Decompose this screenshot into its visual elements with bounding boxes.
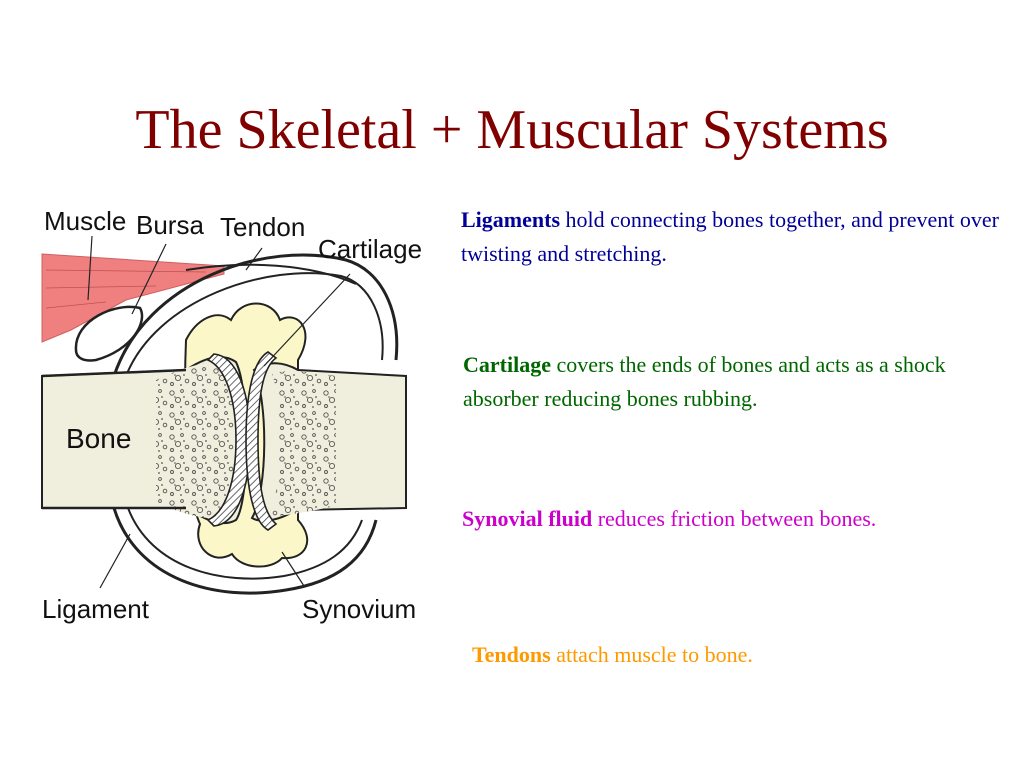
definition-tendons: Tendons attach muscle to bone. bbox=[472, 638, 992, 672]
text-cartilage: covers the ends of bones and acts as a s… bbox=[463, 352, 946, 411]
tendon-band bbox=[185, 263, 357, 285]
label-ligament: Ligament bbox=[42, 594, 150, 624]
term-ligaments: Ligaments bbox=[461, 207, 560, 232]
muscle-fibers bbox=[45, 269, 207, 309]
joint-diagram-illustration: Muscle Bursa Tendon Cartilage Bone Ligam… bbox=[41, 206, 422, 624]
label-cartilage: Cartilage bbox=[318, 234, 422, 264]
label-bone: Bone bbox=[66, 423, 131, 454]
cartilage-left bbox=[206, 353, 251, 527]
text-tendons: attach muscle to bone. bbox=[550, 642, 753, 667]
definition-synovial-fluid: Synovial fluid reduces friction between … bbox=[462, 502, 1007, 536]
definition-cartilage: Cartilage covers the ends of bones and a… bbox=[463, 348, 1008, 416]
label-leader-lines bbox=[87, 235, 351, 589]
joint-diagram: Muscle Bursa Tendon Cartilage Bone Ligam… bbox=[36, 190, 426, 640]
term-cartilage: Cartilage bbox=[463, 352, 551, 377]
label-synovium: Synovium bbox=[302, 594, 416, 624]
term-tendons: Tendons bbox=[472, 642, 551, 667]
term-synovial-fluid: Synovial fluid bbox=[462, 506, 593, 531]
label-bursa: Bursa bbox=[136, 210, 204, 240]
bursa-sac bbox=[74, 305, 144, 362]
ligament-capsule bbox=[112, 253, 399, 377]
text-synovial-fluid: reduces friction between bones. bbox=[592, 506, 877, 531]
text-ligaments: hold connecting bones together, and prev… bbox=[461, 207, 999, 266]
slide-title: The Skeletal + Muscular Systems bbox=[135, 99, 889, 161]
definition-ligaments: Ligaments hold connecting bones together… bbox=[461, 203, 1016, 271]
cartilage-right bbox=[245, 351, 278, 531]
label-muscle: Muscle bbox=[44, 206, 126, 236]
label-tendon: Tendon bbox=[220, 212, 305, 242]
